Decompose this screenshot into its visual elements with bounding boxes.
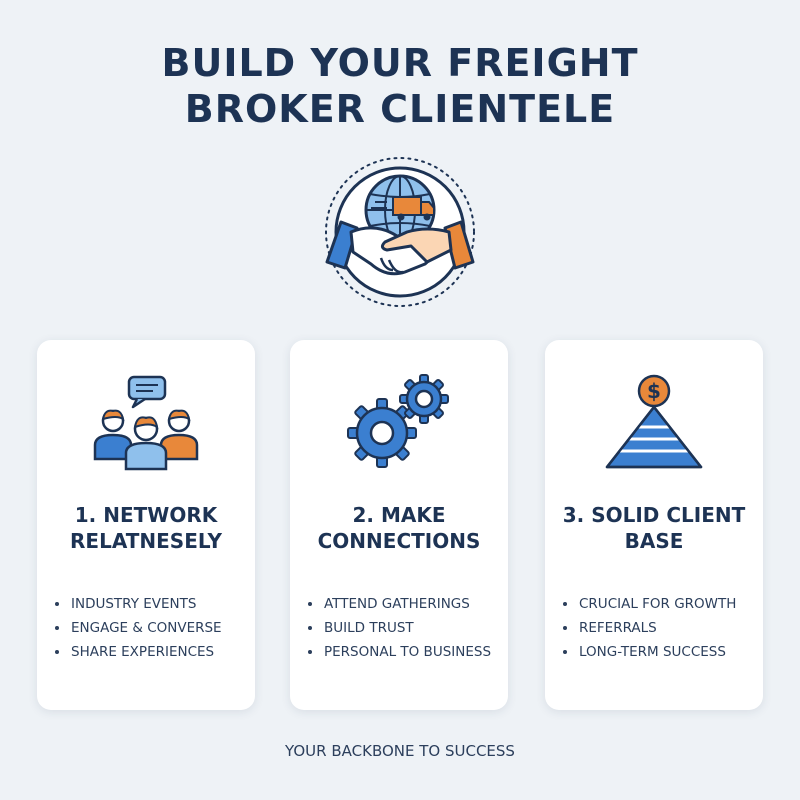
card-network: 1. NETWORK RELATNESELY INDUSTRY EVENTS E… <box>37 340 255 710</box>
list-item: BUILD TRUST <box>308 616 491 640</box>
bullet-dot <box>308 650 312 654</box>
bullet-list: ATTEND GATHERINGS BUILD TRUST PERSONAL T… <box>308 592 491 664</box>
svg-text:$: $ <box>647 379 661 403</box>
bullet-dot <box>308 626 312 630</box>
card-heading-line-1: 2. MAKE <box>352 503 446 527</box>
bullet-dot <box>55 650 59 654</box>
bullet-dot <box>308 602 312 606</box>
page-title: BUILD YOUR FREIGHT BROKER CLIENTELE <box>0 40 800 132</box>
card-client-base: $ 3. SOLID CLIENT BASE CRUCIAL FOR GROWT… <box>545 340 763 710</box>
card-heading-line-2: BASE <box>624 529 684 553</box>
card-heading: 2. MAKE CONNECTIONS <box>290 502 508 554</box>
card-heading-line-1: 3. SOLID CLIENT <box>562 503 746 527</box>
list-item-text: ENGAGE & CONVERSE <box>71 620 222 636</box>
list-item: REFERRALS <box>563 616 736 640</box>
list-item: SHARE EXPERIENCES <box>55 640 222 664</box>
list-item-text: INDUSTRY EVENTS <box>71 596 197 612</box>
list-item: PERSONAL TO BUSINESS <box>308 640 491 664</box>
card-heading: 1. NETWORK RELATNESELY <box>37 502 255 554</box>
list-item: ENGAGE & CONVERSE <box>55 616 222 640</box>
list-item: ATTEND GATHERINGS <box>308 592 491 616</box>
list-item-text: LONG-TERM SUCCESS <box>579 644 726 660</box>
list-item: CRUCIAL FOR GROWTH <box>563 592 736 616</box>
card-heading-line-2: CONNECTIONS <box>317 529 481 553</box>
bullet-dot <box>563 602 567 606</box>
list-item: INDUSTRY EVENTS <box>55 592 222 616</box>
list-item-text: BUILD TRUST <box>324 620 414 636</box>
globe-truck-handshake-icon <box>315 152 485 317</box>
list-item-text: CRUCIAL FOR GROWTH <box>579 596 737 612</box>
card-heading: 3. SOLID CLIENT BASE <box>545 502 763 554</box>
gears-icon <box>290 368 508 478</box>
bullet-dot <box>55 626 59 630</box>
bullet-dot <box>563 626 567 630</box>
bullet-dot <box>563 650 567 654</box>
bullet-list: INDUSTRY EVENTS ENGAGE & CONVERSE SHARE … <box>55 592 222 664</box>
list-item: LONG-TERM SUCCESS <box>563 640 736 664</box>
bullet-list: CRUCIAL FOR GROWTH REFERRALS LONG-TERM S… <box>563 592 736 664</box>
list-item-text: SHARE EXPERIENCES <box>71 644 215 660</box>
people-chat-icon <box>37 368 255 478</box>
list-item-text: REFERRALS <box>579 620 657 636</box>
title-line-1: BUILD YOUR FREIGHT <box>161 41 639 85</box>
card-connections: 2. MAKE CONNECTIONS ATTEND GATHERINGS BU… <box>290 340 508 710</box>
footer-tagline: YOUR BACKBONE TO SUCCESS <box>285 742 515 760</box>
card-heading-line-1: 1. NETWORK <box>74 503 218 527</box>
title-line-2: BROKER CLIENTELE <box>184 87 616 131</box>
list-item-text: ATTEND GATHERINGS <box>324 596 470 612</box>
bullet-dot <box>55 602 59 606</box>
dollar-pyramid-icon: $ <box>545 368 763 478</box>
list-item-text: PERSONAL TO BUSINESS <box>324 644 492 660</box>
card-heading-line-2: RELATNESELY <box>70 529 222 553</box>
